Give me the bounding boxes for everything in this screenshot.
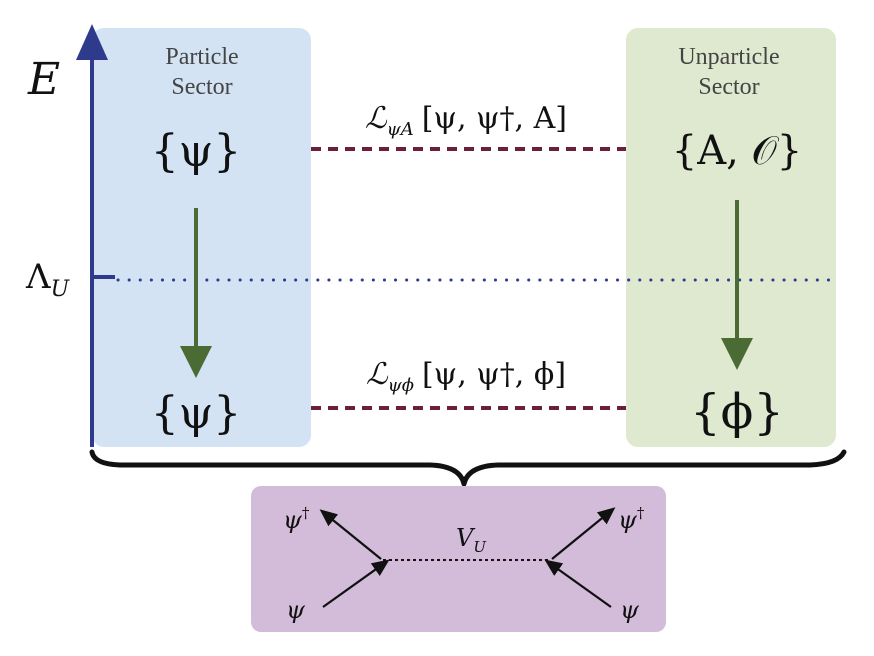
particle-top-field: {ψ} <box>151 126 242 177</box>
right-in-label: ψ <box>620 596 640 624</box>
right-out-label: ψ† <box>618 504 645 534</box>
upper-coupling-label: ℒψA[ψ, ψ†, A] <box>365 101 567 140</box>
propagator-label: VU <box>456 524 487 556</box>
unparticle-title-line1: Unparticle <box>678 44 779 70</box>
scale-label: ΛU <box>25 257 71 302</box>
particle-sector-box <box>92 28 311 447</box>
particle-title-line2: Sector <box>171 74 232 100</box>
particle-bottom-field: {ψ} <box>151 388 242 439</box>
left-out-label: ψ† <box>283 504 310 534</box>
energy-label: E <box>27 54 60 105</box>
unparticle-bottom-field: {ϕ} <box>690 384 784 440</box>
left-in-label: ψ <box>286 596 306 624</box>
left-outgoing-line <box>319 509 382 560</box>
right-outgoing-line <box>551 507 616 560</box>
curly-brace <box>89 449 847 487</box>
unparticle-title-line2: Sector <box>698 74 759 100</box>
left-incoming-line <box>322 559 390 608</box>
lower-coupling-label: ℒψϕ[ψ, ψ†, ϕ] <box>366 357 566 396</box>
feynman-diagram-box <box>251 486 666 632</box>
right-incoming-line <box>544 559 612 608</box>
particle-title-line1: Particle <box>165 44 238 70</box>
unparticle-sector-box <box>626 28 836 447</box>
unparticle-top-field: {A, 𝒪} <box>672 128 802 174</box>
